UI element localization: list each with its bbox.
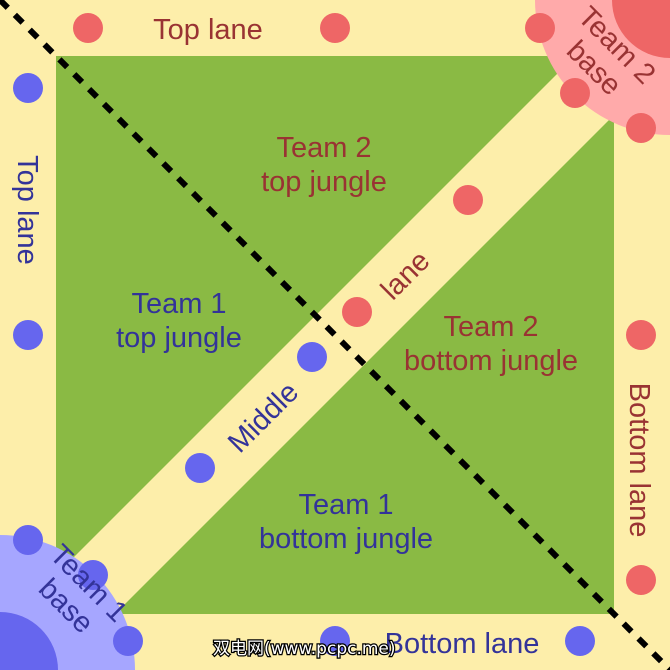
team2-tower: [560, 78, 590, 108]
team2-towers: [73, 13, 656, 595]
team1-top-jungle-line2: top jungle: [116, 322, 242, 354]
team1-tower: [297, 342, 327, 372]
watermark: 双电网(www.pcpc.me): [213, 639, 396, 659]
team1-tower: [565, 626, 595, 656]
team1-tower: [320, 626, 350, 656]
team2-tower: [320, 13, 350, 43]
top-lane-side-label: Top lane: [11, 155, 43, 265]
team1-tower: [185, 453, 215, 483]
team1-tower: [13, 73, 43, 103]
team2-tower: [73, 13, 103, 43]
team1-bottom-jungle-line2: bottom jungle: [259, 523, 433, 555]
bottom-lane-label: Bottom lane: [385, 628, 540, 660]
team2-tower: [626, 565, 656, 595]
team2-bottom-jungle-line2: bottom jungle: [404, 345, 578, 377]
team1-top-jungle-line1: Team 1: [131, 288, 226, 320]
team2-tower: [342, 297, 372, 327]
team2-base-core: [612, 0, 670, 58]
team1-tower: [13, 525, 43, 555]
team2-tower: [626, 113, 656, 143]
bottom-lane-side-label: Bottom lane: [623, 383, 655, 538]
team1-tower: [113, 626, 143, 656]
team2-tower: [525, 13, 555, 43]
team2-top-jungle-line1: Team 2: [276, 132, 371, 164]
team2-tower: [626, 320, 656, 350]
team2-bottom-jungle-line1: Team 2: [443, 311, 538, 343]
team1-tower: [13, 320, 43, 350]
top-lane-label: Top lane: [153, 14, 263, 46]
team2-top-jungle-line2: top jungle: [261, 166, 387, 198]
team1-tower: [78, 560, 108, 590]
team2-tower: [453, 185, 483, 215]
team1-bottom-jungle-line1: Team 1: [298, 489, 393, 521]
team1-base-core: [0, 612, 58, 670]
team1-towers: [13, 73, 595, 656]
